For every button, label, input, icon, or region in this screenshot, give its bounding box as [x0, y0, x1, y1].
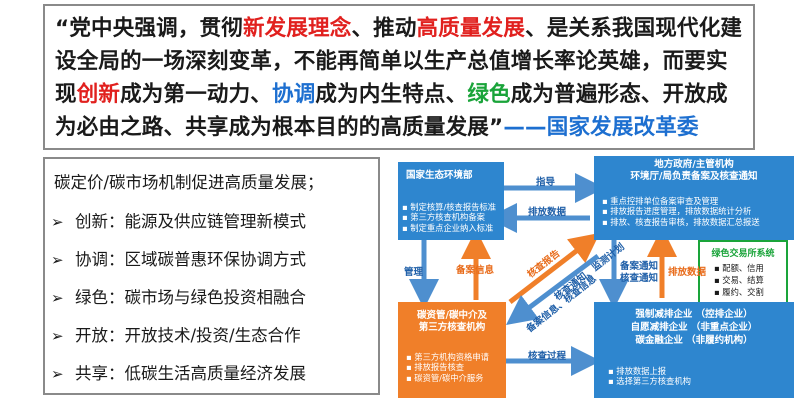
label-verify-notice: 核查通知 — [620, 273, 659, 284]
quote-text-2: 、推动 — [351, 16, 417, 41]
enterprises-items: ▪ 排放数据上报 ▪ 选择第三方核查机构 — [608, 366, 691, 387]
exchange-item: ▪ 履约、交割 — [714, 287, 764, 297]
exchange-items: ▪ 配额、信用 ▪ 交易、结算 ▪ 履约、交割 — [714, 262, 764, 298]
verifier-box: 碳资管/碳中介及 第三方核查机构 ▪ 第三方机构资格申请 ▪ 排放报告核查 ▪ … — [398, 302, 506, 398]
bullet-text: 开放：开放技术/投资/生态合作 — [75, 326, 301, 345]
quote-box: “党中央强调，贯彻新发展理念、推动高质量发展、是关系我国现代化建设全局的一场深刻… — [43, 4, 755, 150]
quote-text-5: 成为内生特点、 — [315, 82, 468, 107]
quote-text-4: 成为第一动力、 — [120, 82, 273, 107]
carbon-market-diagram: 国家生态环境部 ▪ 制定核算/核查报告标准 ▪ 第三方核查机构备案 ▪ 制定重点… — [398, 156, 798, 400]
enterprises-item: ▪ 选择第三方核查机构 — [608, 376, 691, 387]
label-guide: 指导 — [536, 177, 556, 188]
label-verify-process: 核查过程 — [528, 351, 567, 362]
ministry-box: 国家生态环境部 ▪ 制定核算/核查报告标准 ▪ 第三方核查机构备案 ▪ 制定重点… — [398, 162, 504, 240]
ministry-item: ▪ 制定核算/核查报告标准 — [402, 202, 497, 212]
enterprise-mandatory: 强制减排企业 （控排企业） — [635, 309, 753, 320]
label-emission-data: 排放数据 — [528, 207, 567, 218]
bullet-arrow-icon: ➢ — [51, 289, 64, 307]
bullet-sharing: ➢ 共享：低碳生活高质量经济发展 — [51, 360, 306, 384]
quote-highlight-coordination: 协调 — [272, 82, 316, 107]
bullet-openness: ➢ 开放：开放技术/投资/生态合作 — [51, 322, 301, 346]
local-gov-items: ▪ 重点控排单位备案审查及管理 ▪ 排放报告进度管理，排放数据统计分析 ▪ 排放… — [602, 196, 760, 227]
quote-text-1: 党中央强调，贯彻 — [69, 16, 243, 41]
exchange-item: ▪ 配额、信用 — [714, 263, 764, 273]
enterprises-box: 强制减排企业 （控排企业） 自愿减排企业 （非重点企业） 碳金融企业 （非履约机… — [594, 302, 794, 398]
label-emission-data-up: 排放数据 — [668, 267, 707, 278]
exchange-item: ▪ 交易、结算 — [714, 275, 764, 285]
verifier-item: ▪ 第三方机构资格申请 — [406, 352, 489, 362]
bullet-text: 创新：能源及供应链管理新模式 — [75, 212, 306, 231]
bullet-arrow-icon: ➢ — [51, 365, 64, 383]
quote-text-3: 、是关系我国现代化建设全局的一场深刻变革，不能再简单以生产总值增长率论英雄，而要… — [55, 16, 743, 107]
ministry-item: ▪ 第三方核查机构备案 — [402, 212, 485, 223]
quote-source: ——国家发展改革委 — [503, 115, 699, 140]
bullet-text: 绿色：碳市场与绿色投资相融合 — [75, 288, 306, 307]
arrow-notify-monitor — [506, 254, 600, 325]
local-gov-item: ▪ 排放、核查报告审核，排放数据汇总报送 — [602, 216, 760, 227]
bullet-text: 协调：区域碳普惠环保协调方式 — [75, 250, 306, 269]
enterprise-voluntary: 自愿减排企业 （非重点企业） — [630, 322, 758, 333]
bullet-arrow-icon: ➢ — [51, 251, 64, 269]
local-gov-box: 地方政府/主管机构 环境厅/局负责备案及核查通知 ▪ 重点控排单位备案审查及管理… — [594, 156, 794, 240]
label-filing-info: 备案信息 — [456, 265, 495, 276]
enterprise-finance: 碳金融企业 （非履约机构） — [635, 335, 753, 346]
bullet-arrow-icon: ➢ — [51, 327, 64, 345]
exchange-title: 绿色交易所系统 — [711, 249, 775, 259]
enterprises-item: ▪ 排放数据上报 — [608, 366, 667, 376]
verifier-item: ▪ 碳资管/碳中介服务 — [406, 372, 484, 383]
local-gov-item: ▪ 重点控排单位备案审查及管理 — [602, 196, 719, 206]
quote-highlight-high-quality: 高质量发展 — [416, 16, 526, 41]
diagram-arrows — [409, 173, 677, 376]
arrow-verify-report — [508, 232, 600, 304]
verifier-title: 碳资管/碳中介及 第三方核查机构 — [417, 310, 487, 333]
quote-highlight-new-concept: 新发展理念 — [242, 16, 352, 41]
quote-text-6: 成为普遍形态、开放成为必由之路、共享成为根本目的的高质量发展” — [55, 82, 728, 140]
bullet-arrow-icon: ➢ — [51, 213, 64, 231]
bullet-coordination: ➢ 协调：区域碳普惠环保协调方式 — [51, 246, 306, 270]
exchange-box: 绿色交易所系统 ▪ 配额、信用 ▪ 交易、结算 ▪ 履约、交割 — [698, 240, 788, 304]
quote-highlight-green: 绿色 — [467, 82, 511, 107]
ministry-title: 国家生态环境部 — [406, 170, 473, 181]
bullet-text: 共享：低碳生活高质量经济发展 — [75, 364, 306, 383]
bullet-green: ➢ 绿色：碳市场与绿色投资相融合 — [51, 284, 306, 308]
local-gov-title: 地方政府/主管机构 环境厅/局负责备案及核查通知 — [630, 159, 758, 182]
policy-quote: “党中央强调，贯彻新发展理念、推动高质量发展、是关系我国现代化建设全局的一场深刻… — [55, 12, 745, 144]
enterprises-titles: 强制减排企业 （控排企业） 自愿减排企业 （非重点企业） 碳金融企业 （非履约机… — [594, 308, 794, 347]
ministry-items: ▪ 制定核算/核查报告标准 ▪ 第三方核查机构备案 ▪ 制定重点企业纳入标准 — [402, 202, 496, 233]
local-gov-item: ▪ 排放报告进度管理，排放数据统计分析 — [602, 206, 752, 217]
principles-title: 碳定价/碳市场机制促进高质量发展； — [54, 173, 324, 192]
principles-panel: 碳定价/碳市场机制促进高质量发展； ➢ 创新：能源及供应链管理新模式 ➢ 协调：区域… — [43, 157, 380, 395]
quote-highlight-innovation: 创新 — [76, 82, 121, 107]
verifier-items: ▪ 第三方机构资格申请 ▪ 排放报告核查 ▪ 碳资管/碳中介服务 — [406, 352, 489, 383]
label-filing-notice: 备案通知 — [620, 261, 659, 272]
bullet-innovation: ➢ 创新：能源及供应链管理新模式 — [51, 208, 306, 232]
label-management: 管理 — [404, 267, 424, 278]
ministry-item: ▪ 制定重点企业纳入标准 — [402, 222, 494, 233]
quote-open: “ — [55, 16, 70, 41]
verifier-item: ▪ 排放报告核查 — [406, 362, 465, 373]
